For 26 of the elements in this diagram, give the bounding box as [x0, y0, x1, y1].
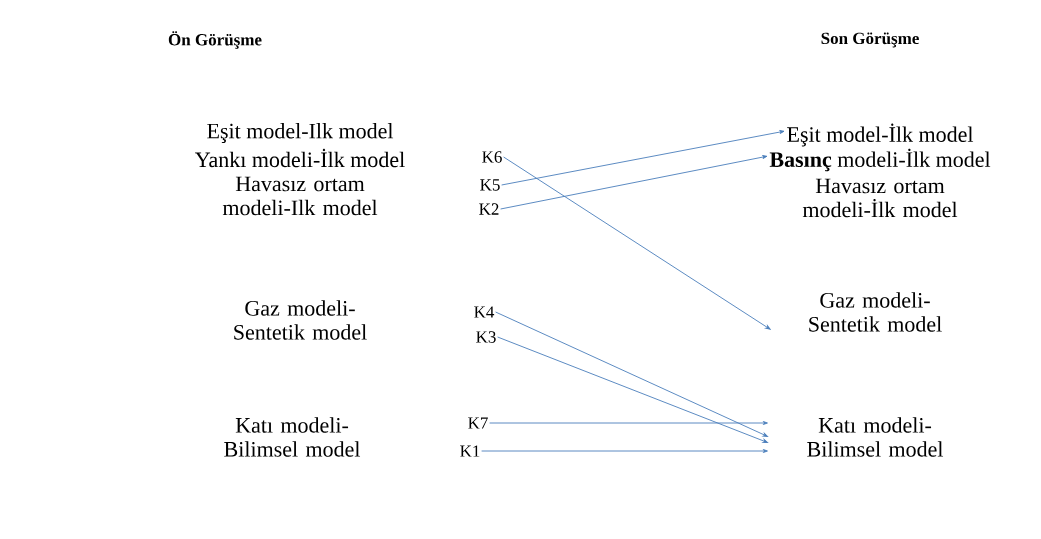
column-heading: Son Görüşme	[821, 32, 919, 48]
participant-code: K2	[479, 203, 499, 215]
arrow	[497, 336, 768, 443]
model-text: Yankı modeli-İlk model	[195, 148, 405, 168]
model-text: Katı modeli-Bilimsel model	[224, 417, 361, 457]
participant-code: K5	[480, 179, 500, 191]
arrow	[500, 155, 768, 210]
model-text: Eşit model-İlk model	[787, 123, 974, 147]
participant-code: K1	[460, 445, 480, 457]
arrow	[481, 449, 768, 453]
model-text: Havasız ortam modeli-Ilk model	[222, 176, 378, 216]
model-text: Katı modeli-Bilimsel model	[807, 417, 944, 457]
participant-code: K6	[482, 151, 502, 163]
model-text: Basınç modeli-İlk model	[769, 148, 991, 172]
arrow	[489, 421, 768, 425]
model-text: Eşit model-Ilk model	[207, 123, 394, 143]
model-text: Havasız ortam modeli-İlk model	[802, 178, 958, 218]
arrow	[501, 130, 785, 186]
participant-code: K3	[476, 331, 496, 343]
participant-code: K7	[468, 417, 488, 429]
arrow	[495, 311, 769, 437]
model-text: Gaz modeli-Sentetik model	[234, 300, 367, 340]
column-heading: Ön Görüşme	[168, 31, 262, 49]
arrow	[503, 156, 771, 330]
participant-code: K4	[474, 306, 495, 318]
model-text: Gaz modeli-Sentetik model	[809, 292, 942, 332]
